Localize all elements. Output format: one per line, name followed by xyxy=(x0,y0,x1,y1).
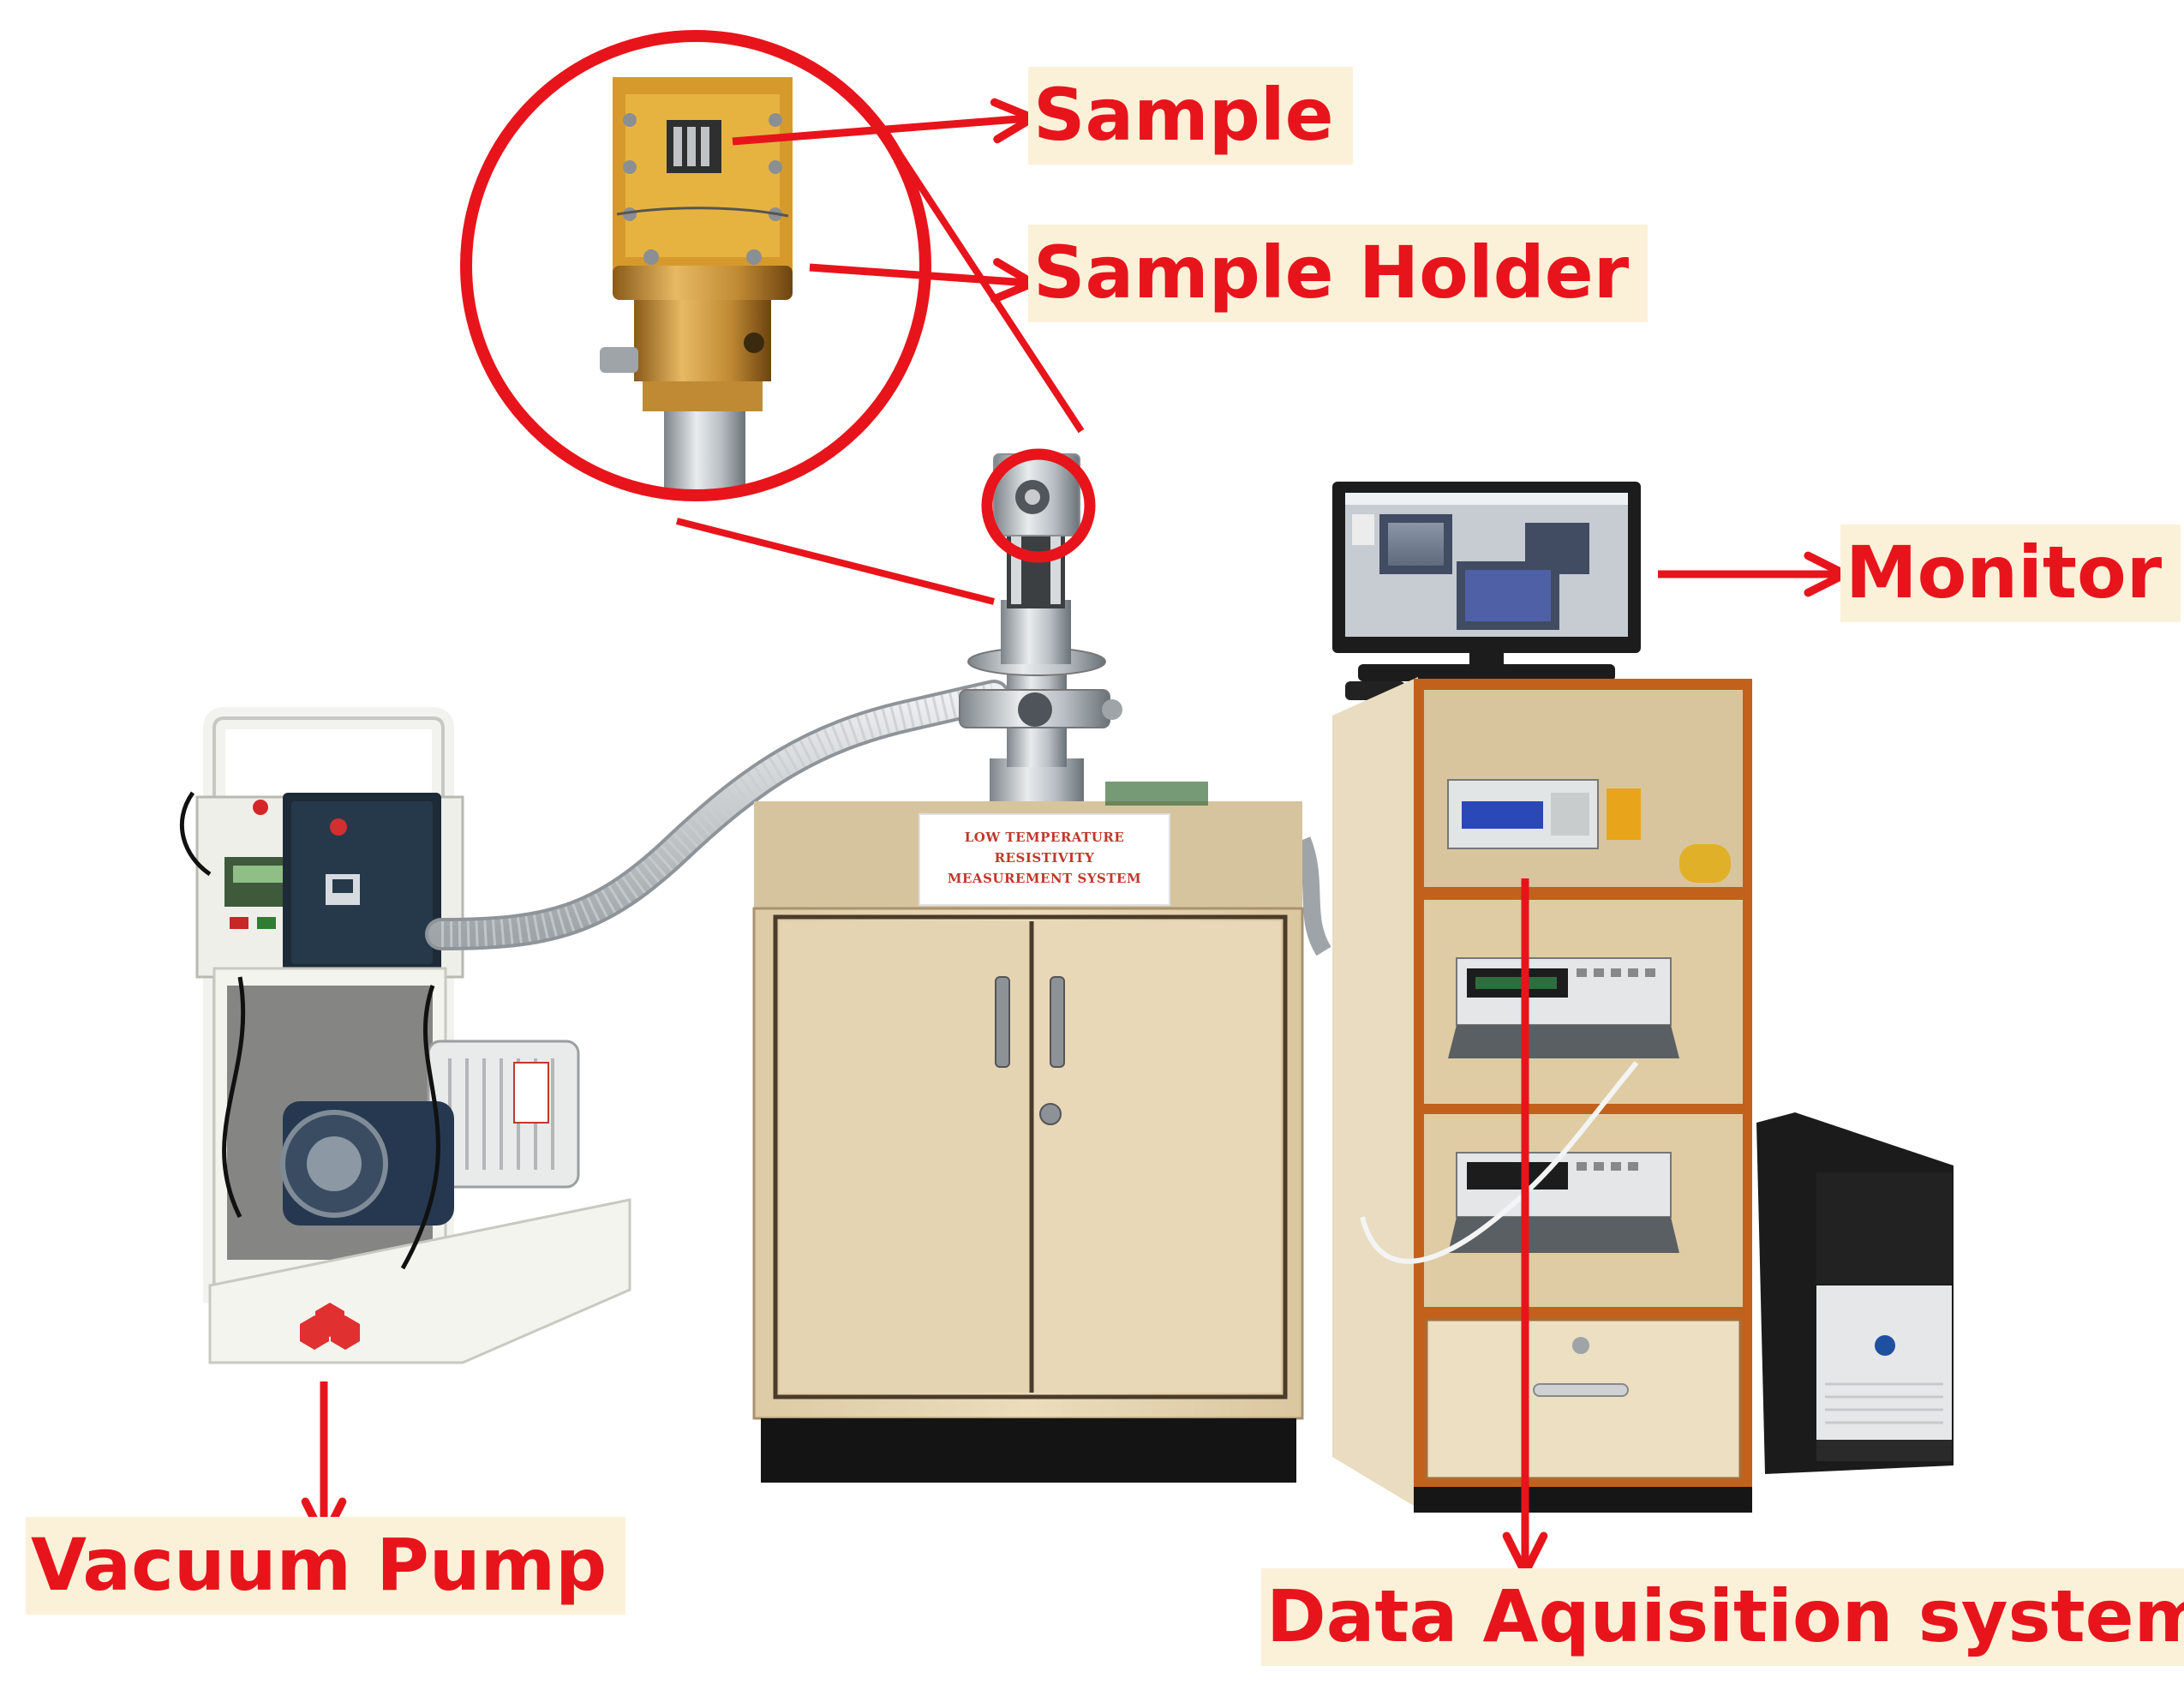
monitor-device xyxy=(1332,482,1641,700)
cabinet-sign: LOW TEMPERATURE RESISTIVITY MEASUREMENT … xyxy=(922,827,1167,889)
cabinet-sign-line-2: RESISTIVITY xyxy=(994,850,1095,866)
vacuum-hose xyxy=(425,680,1331,956)
sample-arrow xyxy=(732,98,1038,146)
monitor-label: Monitor xyxy=(1840,524,2181,622)
annotation-arrows xyxy=(301,98,1850,1578)
cabinet-sign-line-3: MEASUREMENT SYSTEM xyxy=(947,871,1142,886)
sample-holder-label: Sample Holder xyxy=(1028,225,1648,322)
cabinet xyxy=(752,782,1304,1483)
cryostat xyxy=(959,453,1122,806)
vacuum-pump-label: Vacuum Pump xyxy=(26,1517,626,1615)
sample-label: Sample xyxy=(1028,67,1353,165)
cabinet-sign-line-1: LOW TEMPERATURE xyxy=(964,830,1125,845)
sample-holder-arrow xyxy=(809,258,1038,303)
vacuum-pump xyxy=(179,707,631,1364)
pc-tower xyxy=(1756,1112,1954,1474)
hhv-logo-icon xyxy=(300,1303,360,1350)
zoom-callout xyxy=(460,30,1096,605)
instrument-rack xyxy=(1332,677,1752,1513)
data-acquisition-label: Data Aquisition system xyxy=(1261,1568,2184,1666)
